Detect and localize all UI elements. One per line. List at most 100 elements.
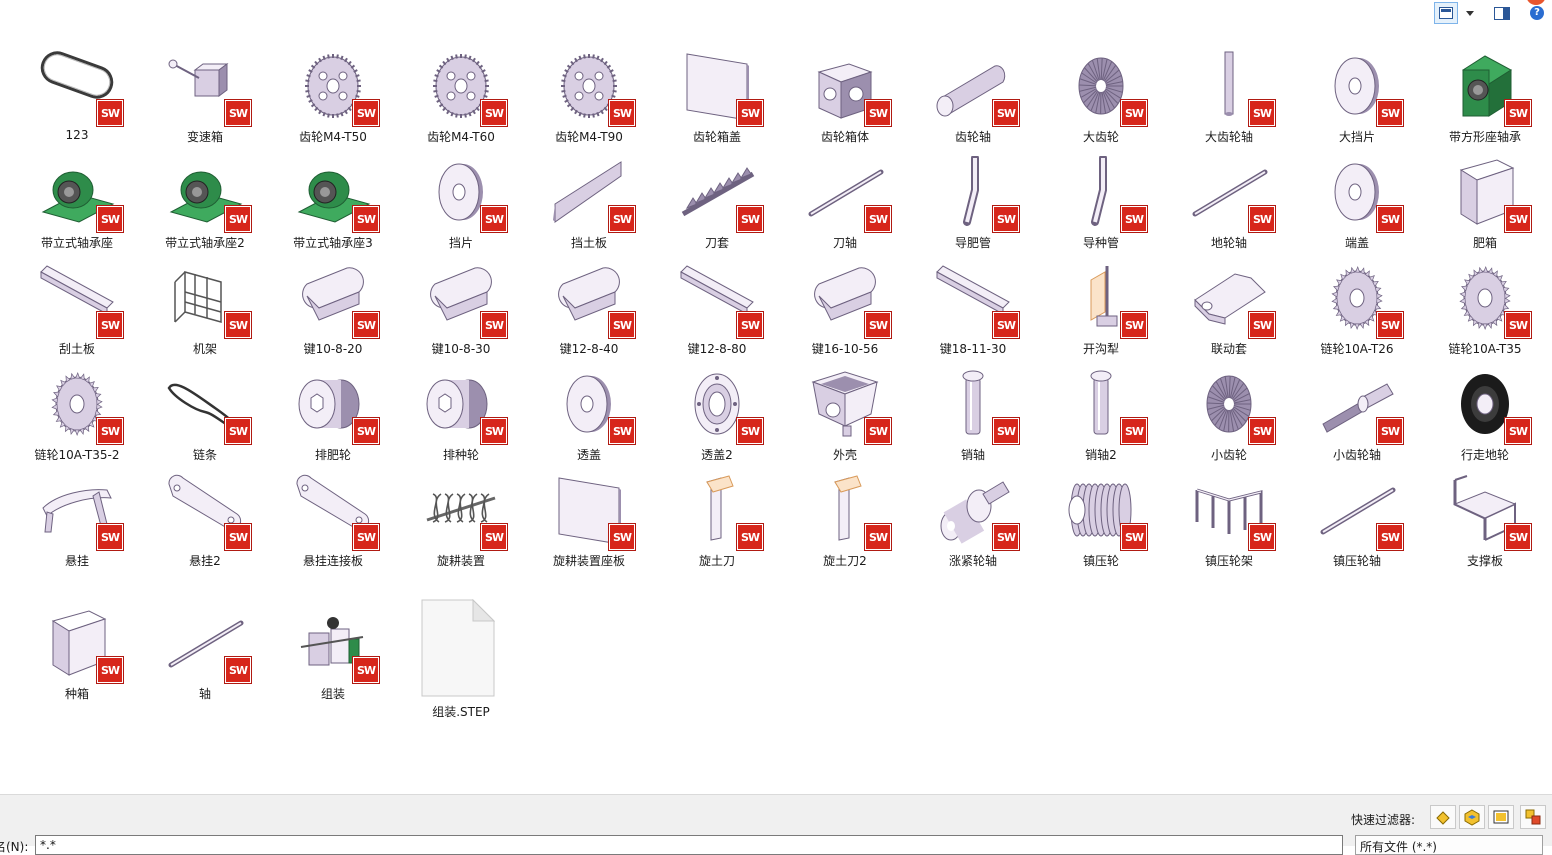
file-name-label: 键10-8-30 [397, 340, 525, 357]
solidworks-badge-icon: SW [737, 206, 763, 232]
view-mode-button[interactable] [1434, 2, 1458, 24]
solidworks-badge-icon: SW [353, 100, 379, 126]
file-name-label: 排肥轮 [269, 446, 397, 463]
view-mode-dropdown[interactable] [1460, 2, 1480, 24]
file-name-label: 组装 [269, 685, 397, 702]
solidworks-badge-icon: SW [609, 524, 635, 550]
file-name-label: 挡片 [397, 234, 525, 251]
filter-assembly-button[interactable] [1459, 805, 1485, 829]
file-name-label: 齿轮轴 [909, 128, 1037, 145]
file-name-label: 导肥管 [909, 234, 1037, 251]
notification-icon[interactable] [1526, 0, 1546, 5]
filename-input[interactable] [35, 835, 1343, 855]
solidworks-badge-icon: SW [353, 312, 379, 338]
solidworks-badge-icon: SW [865, 418, 891, 444]
solidworks-badge-icon: SW [1505, 524, 1531, 550]
help-icon[interactable]: ? [1530, 6, 1544, 20]
solidworks-badge-icon: SW [609, 418, 635, 444]
chevron-down-icon [1466, 11, 1474, 16]
filetype-select[interactable]: 所有文件 (*.*) [1355, 835, 1543, 855]
filter-part-button[interactable] [1430, 805, 1456, 829]
solidworks-badge-icon: SW [737, 312, 763, 338]
file-item[interactable]: SW 刮土板 [13, 254, 141, 354]
solidworks-badge-icon: SW [97, 312, 123, 338]
file-item[interactable]: SW 镇压轮轴 [1293, 466, 1421, 566]
solidworks-badge-icon: SW [865, 206, 891, 232]
solidworks-badge-icon: SW [353, 657, 379, 683]
file-name-label: 销轴2 [1037, 446, 1165, 463]
solidworks-badge-icon: SW [1377, 524, 1403, 550]
filter-toplevel-button[interactable] [1520, 805, 1546, 829]
file-name-label: 联动套 [1165, 340, 1293, 357]
file-item[interactable]: 组装.STEP [397, 599, 525, 699]
file-name-label: 大齿轮 [1037, 128, 1165, 145]
file-name-label: 刮土板 [13, 340, 141, 357]
file-name-label: 镇压轮轴 [1293, 552, 1421, 569]
filter-drawing-button[interactable] [1488, 805, 1514, 829]
file-name-label: 键18-11-30 [909, 340, 1037, 357]
file-item[interactable]: SW 组装 [269, 599, 397, 699]
preview-pane-button[interactable] [1490, 2, 1514, 24]
